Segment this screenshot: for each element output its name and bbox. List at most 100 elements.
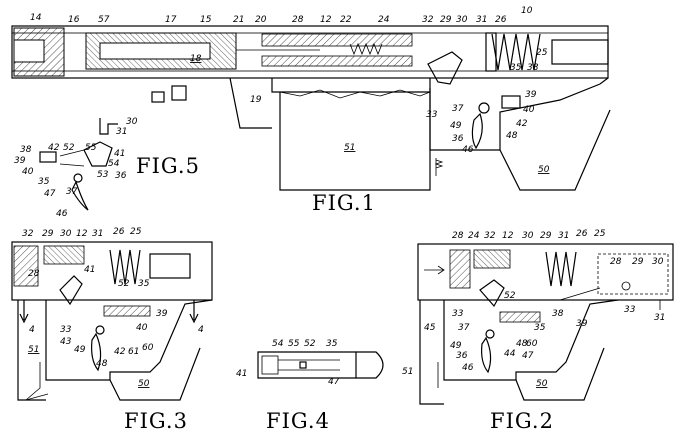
section-label: 4	[198, 325, 204, 335]
figure-title: FIG.3	[124, 409, 188, 433]
sear-40	[103, 305, 151, 317]
ref-label: 43	[60, 337, 72, 347]
ref-label: 31	[116, 127, 127, 137]
ref-label: 16	[68, 15, 80, 25]
detent-52	[299, 361, 307, 369]
ref-label: 39	[156, 309, 168, 319]
ref-label: 41	[236, 369, 247, 379]
figure-1: 14 16 57 17 15 21 20 28 12 22 24 32 29 3…	[11, 6, 611, 215]
barrel-insert	[13, 39, 45, 63]
ref-label: 60	[526, 339, 538, 349]
ref-label: 46	[462, 363, 474, 373]
ref-label: 50	[538, 165, 550, 175]
magazine-break-line	[279, 89, 431, 99]
ref-label: 41	[114, 149, 125, 159]
ref-label: 17	[165, 15, 177, 25]
spring-seat	[485, 32, 497, 72]
ref-label: 37	[66, 187, 78, 197]
spring-25	[109, 249, 141, 285]
ref-label: 12	[76, 229, 88, 239]
ref-label: 28	[610, 257, 622, 267]
sear-35	[499, 311, 541, 323]
slide-22	[261, 33, 413, 47]
figure-2: 28 24 32 12 30 29 31 26 25 28 29 30 52 3…	[402, 229, 674, 433]
ref-label: 28	[292, 15, 304, 25]
ref-label: 54	[108, 159, 120, 169]
hammer-33	[479, 279, 505, 308]
pin-19	[171, 85, 187, 101]
receiver-body	[11, 241, 213, 301]
ref-label: 25	[536, 48, 548, 58]
ref-label: 30	[456, 15, 468, 25]
ref-label: 10	[521, 6, 533, 16]
ref-label: 29	[540, 231, 552, 241]
bolt-28	[449, 249, 471, 289]
ref-label: 37	[452, 104, 464, 114]
ref-label: 29	[42, 229, 54, 239]
sling-stud	[151, 91, 165, 103]
grip-50	[515, 347, 605, 401]
ref-label: 40	[136, 323, 148, 333]
hammer-33	[427, 51, 463, 85]
ref-label: 50	[536, 379, 548, 389]
ref-label: 60	[142, 343, 154, 353]
ref-label: 37	[458, 323, 470, 333]
ref-label: 20	[255, 15, 267, 25]
link-30	[99, 118, 118, 135]
forend	[229, 77, 272, 129]
ref-label: 35	[510, 63, 522, 73]
ref-label: 36	[115, 171, 127, 181]
ref-label: 48	[96, 359, 108, 369]
ref-label: 33	[452, 309, 464, 319]
figure-title: FIG.5	[136, 154, 200, 178]
ref-label: 28	[452, 231, 464, 241]
ref-label: 30	[126, 117, 138, 127]
ref-label: 51	[344, 143, 355, 153]
ref-label: 30	[60, 229, 72, 239]
ref-label: 40	[22, 167, 34, 177]
ref-label: 42	[114, 347, 126, 357]
ref-label: 39	[576, 319, 588, 329]
ref-label: 12	[502, 231, 514, 241]
ref-label: 31	[654, 313, 665, 323]
figure-3: 32 29 30 12 31 26 25 28 41 52 35 39 4 4 …	[11, 227, 213, 433]
ref-label: 45	[424, 323, 436, 333]
ref-label: 52	[304, 339, 316, 349]
grip-50	[499, 109, 611, 191]
ref-label: 29	[440, 15, 452, 25]
ref-label: 47	[522, 351, 534, 361]
ref-label: 44	[504, 349, 516, 359]
ref-label: 36	[456, 351, 468, 361]
ref-label: 36	[452, 134, 464, 144]
buffer-26	[149, 253, 191, 279]
ref-label: 46	[56, 209, 68, 219]
slide-24	[473, 249, 511, 269]
pivot-36	[485, 329, 495, 339]
ref-label: 38	[552, 309, 564, 319]
ref-label: 18	[190, 54, 202, 64]
sear-rounded-end	[356, 351, 384, 379]
sear-40	[501, 95, 521, 109]
trigger-46	[481, 336, 492, 374]
ref-label: 33	[60, 325, 72, 335]
ref-label: 26	[576, 229, 588, 239]
bolt-28	[13, 245, 39, 287]
spring-25	[545, 251, 577, 287]
ref-label: 33	[624, 305, 636, 315]
magazine-51	[279, 92, 431, 191]
ref-label: 52	[504, 291, 516, 301]
hammer-35	[83, 141, 113, 167]
ref-label: 57	[98, 15, 110, 25]
sear-39	[39, 151, 57, 163]
ref-label: 47	[44, 189, 56, 199]
ref-label: 39	[14, 156, 26, 166]
figure-5: 30 31 38 42 52 55 41 39 54 40 53 36 35 4…	[14, 117, 200, 219]
ref-label: 47	[328, 377, 340, 387]
ref-label: 31	[476, 15, 487, 25]
ref-label: 38	[527, 63, 539, 73]
ref-label: 19	[250, 95, 262, 105]
link-lines	[59, 149, 85, 167]
ref-label: 35	[38, 177, 50, 187]
